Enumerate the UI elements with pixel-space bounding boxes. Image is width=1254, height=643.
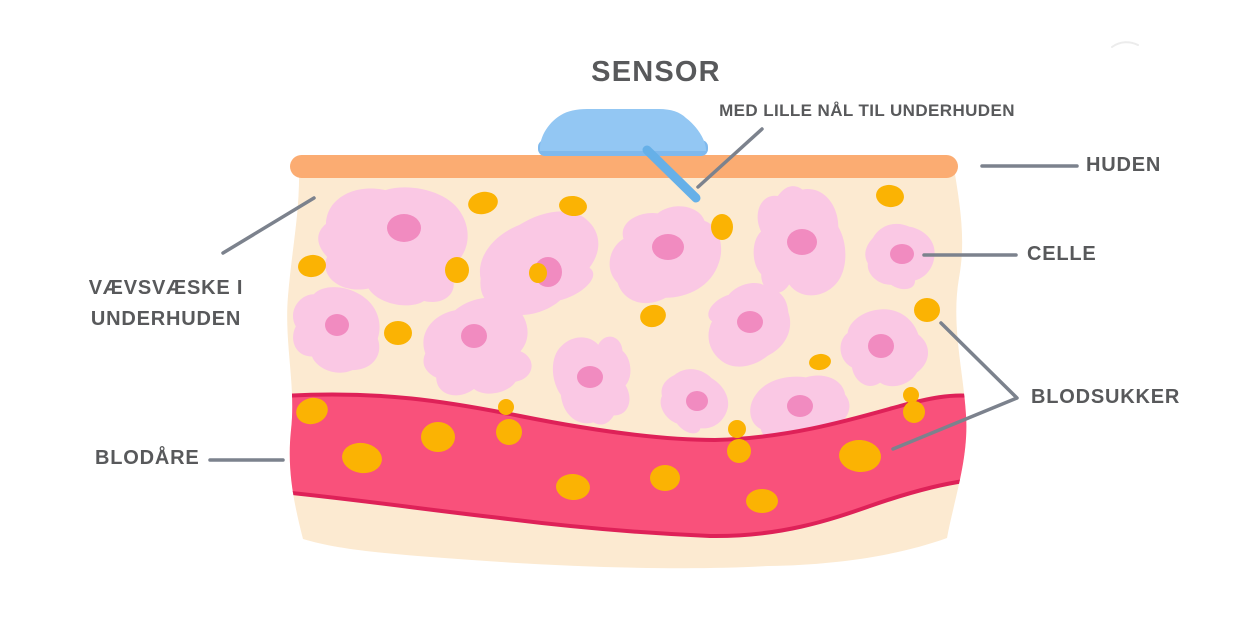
cell-nucleus bbox=[737, 311, 763, 333]
sensor-device bbox=[538, 109, 708, 203]
cell bbox=[288, 283, 385, 377]
blodsukker-pointer-line bbox=[891, 321, 1019, 451]
skin-label: HUDEN bbox=[1086, 154, 1162, 176]
vessel-band bbox=[287, 394, 967, 537]
glucose-dot bbox=[650, 465, 680, 491]
glucose-in-tissue bbox=[298, 184, 940, 371]
cell-nucleus bbox=[325, 314, 349, 336]
glucose-dot bbox=[342, 442, 382, 474]
blood-vessel bbox=[287, 387, 967, 539]
cell-label: CELLE bbox=[1027, 243, 1097, 265]
glucose-dot bbox=[903, 401, 925, 423]
cell bbox=[411, 288, 542, 410]
cell-nucleus bbox=[890, 244, 914, 264]
glucose-dot bbox=[421, 422, 455, 452]
cell-nucleus bbox=[787, 229, 817, 255]
cell bbox=[601, 199, 729, 309]
cell bbox=[748, 182, 849, 301]
glucose-dot bbox=[746, 489, 778, 513]
cell bbox=[648, 356, 739, 446]
vaevsvaeske-pointer-line bbox=[221, 196, 316, 255]
glucose-dot bbox=[296, 397, 328, 425]
glucose-dot bbox=[496, 419, 522, 445]
glucose-dot bbox=[468, 191, 498, 215]
vessel-wall-top bbox=[287, 392, 967, 443]
cell bbox=[691, 270, 806, 379]
glucose-dot bbox=[556, 473, 590, 501]
glucose-in-blood bbox=[296, 397, 881, 513]
tissue-fluid-label-line2: UNDERHUDEN bbox=[90, 308, 242, 330]
cell-nucleus bbox=[387, 214, 421, 242]
cell bbox=[310, 175, 474, 314]
cell-nucleus bbox=[461, 324, 487, 348]
glucose-dot bbox=[498, 399, 514, 415]
cell bbox=[750, 375, 850, 444]
glucose-dot bbox=[711, 214, 733, 240]
sensor-needle-label: MED LILLE NÅL TIL UNDERHUDEN bbox=[719, 101, 1015, 120]
blood-vessel-label: BLODÅRE bbox=[95, 447, 200, 469]
cell bbox=[547, 329, 640, 432]
skin-layer bbox=[290, 155, 958, 178]
glucose-dot bbox=[559, 195, 587, 217]
cell-nucleus bbox=[787, 395, 813, 417]
glucose-dot bbox=[640, 304, 666, 328]
cell-nucleus bbox=[652, 234, 684, 260]
sensor-needle bbox=[642, 145, 701, 203]
blood-sugar-label: BLODSUKKER bbox=[1031, 386, 1181, 408]
tissue-fluid-label-line1: VÆVSVÆSKE I bbox=[88, 277, 244, 299]
glucose-dot bbox=[876, 184, 904, 208]
glucose-dot bbox=[727, 439, 751, 463]
glucose-dot bbox=[529, 263, 547, 283]
glucose-dot-blodsukker-target bbox=[839, 439, 881, 473]
pointer-lines bbox=[208, 127, 1079, 462]
glucose-dot-blodsukker-target bbox=[914, 298, 940, 322]
cell bbox=[828, 294, 939, 405]
glucose-dot bbox=[445, 257, 469, 283]
cell-nucleus bbox=[577, 366, 603, 388]
glucose-dot bbox=[298, 254, 326, 278]
needle-pointer-line bbox=[696, 127, 764, 189]
glucose-dot bbox=[728, 420, 746, 438]
glucose-dot bbox=[903, 387, 919, 403]
diagram-title: SENSOR bbox=[591, 56, 721, 88]
cell-celle-target bbox=[856, 214, 943, 298]
faint-smudge bbox=[1111, 41, 1139, 48]
cell-nucleus bbox=[686, 391, 708, 411]
glucose-crossing-vessel-wall bbox=[496, 387, 925, 463]
cell-nucleus bbox=[868, 334, 894, 358]
tissue-fluid-label: VÆVSVÆSKE I UNDERHUDEN bbox=[66, 273, 266, 335]
glucose-dot bbox=[809, 353, 831, 371]
sensor-body bbox=[540, 109, 706, 151]
glucose-dot bbox=[384, 321, 412, 345]
vessel-wall-bottom bbox=[287, 478, 967, 539]
